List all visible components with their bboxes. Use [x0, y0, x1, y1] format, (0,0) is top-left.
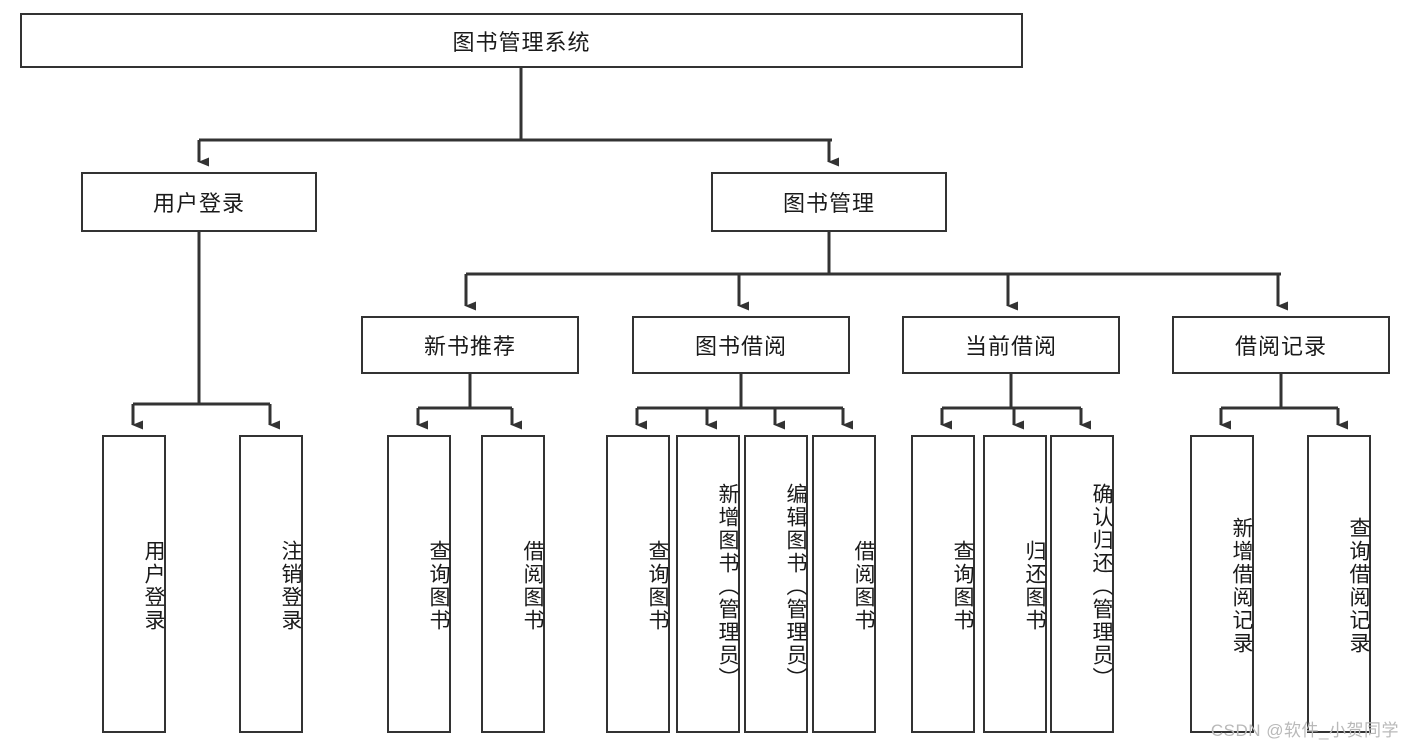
watermark: CSDN @软件_小贺同学 — [1210, 721, 1399, 740]
node-user-login[interactable]: 用户登录 — [81, 172, 317, 232]
leaf-query-book-borrow[interactable]: 查询图书 — [606, 435, 670, 733]
leaf-add-borrow-record[interactable]: 新增借阅记录 — [1190, 435, 1254, 733]
node-root[interactable]: 图书管理系统 — [20, 13, 1023, 68]
leaf-borrow-book-label: 借阅图书 — [852, 540, 875, 632]
node-borrow-record[interactable]: 借阅记录 — [1172, 316, 1390, 374]
leaf-user-login[interactable]: 用户登录 — [102, 435, 166, 733]
node-new-book-recommend[interactable]: 新书推荐 — [361, 316, 579, 374]
leaf-query-book-recommend[interactable]: 查询图书 — [387, 435, 451, 733]
node-new-book-recommend-label: 新书推荐 — [423, 334, 516, 359]
leaf-confirm-return-admin-label: 确认归还（管理员） — [1090, 482, 1113, 690]
leaf-logout-label: 注销登录 — [279, 540, 302, 632]
leaf-query-borrow-record[interactable]: 查询借阅记录 — [1307, 435, 1371, 733]
leaf-add-book-admin-label: 新增图书（管理员） — [716, 482, 739, 690]
leaf-return-book[interactable]: 归还图书 — [983, 435, 1047, 733]
leaf-logout[interactable]: 注销登录 — [239, 435, 303, 733]
leaf-borrow-book[interactable]: 借阅图书 — [812, 435, 876, 733]
leaf-query-book-recommend-label: 查询图书 — [427, 540, 450, 632]
node-borrow-record-label: 借阅记录 — [1234, 334, 1327, 359]
node-user-login-label: 用户登录 — [152, 191, 245, 216]
node-book-management-label: 图书管理 — [782, 191, 875, 216]
node-book-borrow-label: 图书借阅 — [694, 334, 787, 359]
leaf-borrow-book-recommend[interactable]: 借阅图书 — [481, 435, 545, 733]
leaf-query-borrow-record-label: 查询借阅记录 — [1347, 517, 1370, 655]
leaf-add-book-admin[interactable]: 新增图书（管理员） — [676, 435, 740, 733]
node-book-borrow[interactable]: 图书借阅 — [632, 316, 850, 374]
leaf-return-book-label: 归还图书 — [1023, 540, 1046, 632]
leaf-borrow-book-recommend-label: 借阅图书 — [521, 540, 544, 632]
node-book-management[interactable]: 图书管理 — [711, 172, 947, 232]
leaf-edit-book-admin[interactable]: 编辑图书（管理员） — [744, 435, 808, 733]
leaf-add-borrow-record-label: 新增借阅记录 — [1230, 517, 1253, 655]
leaf-query-book-current-label: 查询图书 — [951, 540, 974, 632]
node-current-borrow[interactable]: 当前借阅 — [902, 316, 1120, 374]
leaf-query-book-current[interactable]: 查询图书 — [911, 435, 975, 733]
leaf-user-login-label: 用户登录 — [142, 540, 165, 632]
node-current-borrow-label: 当前借阅 — [964, 334, 1057, 359]
leaf-edit-book-admin-label: 编辑图书（管理员） — [784, 482, 807, 690]
node-root-label: 图书管理系统 — [452, 29, 591, 55]
leaf-query-book-borrow-label: 查询图书 — [646, 540, 669, 632]
leaf-confirm-return-admin[interactable]: 确认归还（管理员） — [1050, 435, 1114, 733]
